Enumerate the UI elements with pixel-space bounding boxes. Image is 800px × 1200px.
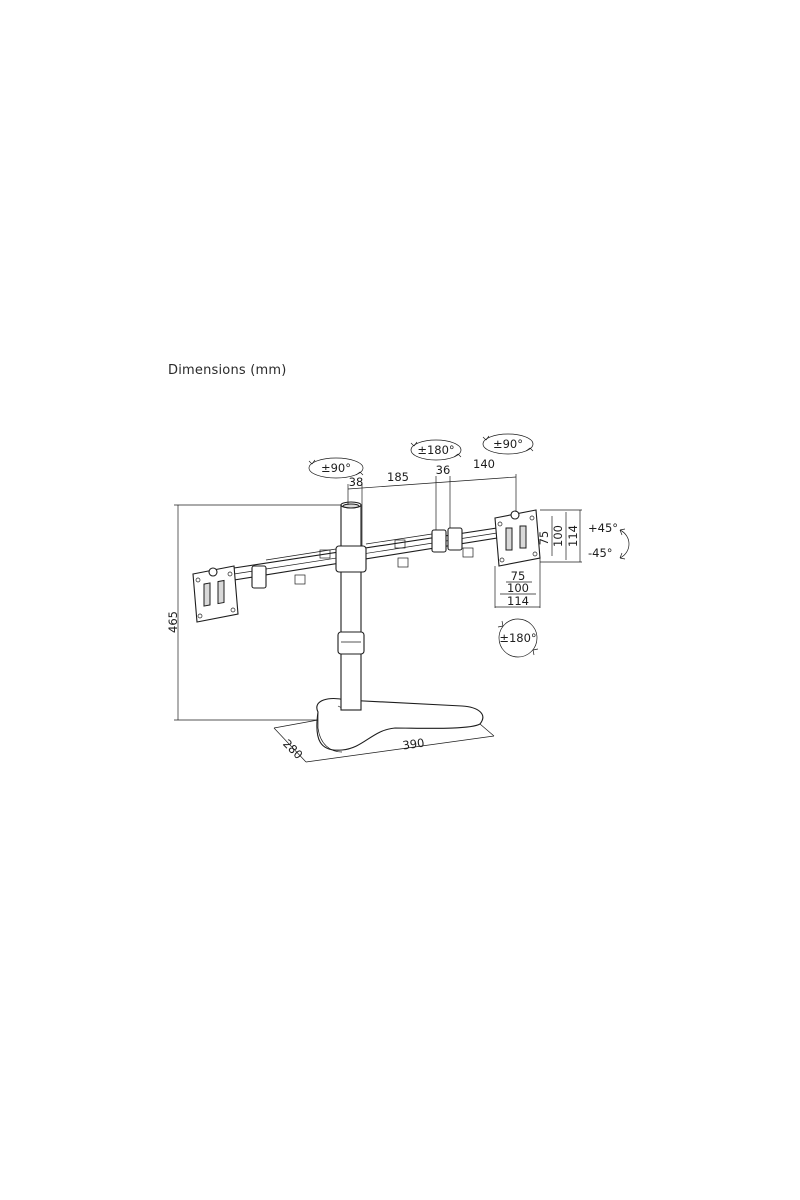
rotation-indicator-pole: ±90° xyxy=(308,457,364,479)
base-depth-label: 280 xyxy=(280,736,305,761)
left-vesa-plate xyxy=(192,565,239,623)
vesa-h-mid-label: 100 xyxy=(507,581,529,595)
swivel-indicator: ±180° xyxy=(497,618,539,658)
tilt-down-label: -45° xyxy=(588,546,613,560)
vesa-vertical-dimensions: 75 100 114 xyxy=(537,509,582,563)
vesa-horizontal-dimensions: 75 100 114 xyxy=(494,558,541,608)
seg-arm2-label: 140 xyxy=(473,457,495,471)
vertical-pole xyxy=(337,501,365,711)
rotation-joint-label: ±180° xyxy=(417,443,454,457)
rotation-head-label: ±90° xyxy=(493,437,523,451)
crossbar-arm xyxy=(233,527,498,589)
tilt-indicator: +45° -45° xyxy=(588,521,630,560)
seg-pole-label: 38 xyxy=(349,475,364,489)
vesa-v-mid-label: 100 xyxy=(551,525,565,547)
vesa-v-small-label: 75 xyxy=(537,531,551,546)
rotation-indicator-joint: ±180° xyxy=(410,439,462,461)
tilt-up-label: +45° xyxy=(588,521,618,535)
rotation-pole-label: ±90° xyxy=(321,461,351,475)
vesa-h-large-label: 114 xyxy=(507,594,529,608)
right-vesa-plate xyxy=(494,509,541,567)
page-heading: Dimensions (mm) xyxy=(168,363,287,378)
base-width-label: 390 xyxy=(402,736,426,753)
top-dimensions: 38 185 36 140 xyxy=(347,457,517,546)
height-dimension: 465 xyxy=(166,504,341,721)
seg-arm1-label: 185 xyxy=(387,470,409,484)
swivel-label: ±180° xyxy=(499,631,536,645)
vesa-h-small-label: 75 xyxy=(511,569,526,583)
rotation-indicator-head: ±90° xyxy=(482,433,534,455)
seg-joint-label: 36 xyxy=(436,463,451,477)
height-label: 465 xyxy=(166,611,180,633)
vesa-v-large-label: 114 xyxy=(566,525,580,547)
